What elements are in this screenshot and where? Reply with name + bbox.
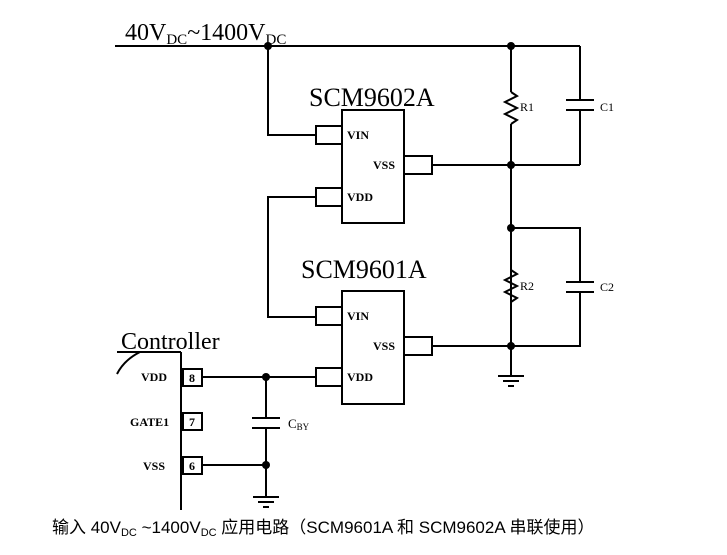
ground-symbol-right <box>498 375 524 387</box>
vdd-to-vin-wire <box>267 196 316 318</box>
r1-resistor <box>502 91 520 125</box>
figure-caption: 输入 40VDC ~1400VDC 应用电路（SCM9601A 和 SCM960… <box>52 517 594 539</box>
junction-dot <box>507 42 515 50</box>
c2-label: C2 <box>600 280 614 294</box>
c1-capacitor <box>566 46 594 165</box>
lower-ic-name: SCM9601A <box>301 255 427 284</box>
lower-ic-vss-pin <box>403 336 433 356</box>
caption-sub-b: DC <box>201 527 217 539</box>
upper-ic-vin-pin <box>315 125 343 145</box>
supply-label-mid: ~1400V <box>187 20 266 46</box>
lower-vss-wire <box>432 345 512 376</box>
caption-suffix: 应用电路（SCM9601A 和 SCM9602A 串联使用） <box>217 517 595 537</box>
cby-label: CBY <box>288 416 310 432</box>
junction-dot <box>262 373 270 381</box>
caption-mid: ~1400V <box>137 518 201 537</box>
caption-prefix: 输入 40V <box>52 518 122 537</box>
controller-arc <box>116 351 141 375</box>
lower-ic-vdd-pin <box>315 367 343 387</box>
controller-pin-8-number: 8 <box>189 371 195 385</box>
r2-resistor <box>502 269 520 303</box>
controller-vdd-label: VDD <box>141 370 167 384</box>
upper-ic-vss-label: VSS <box>373 158 395 172</box>
upper-ic-vdd-label: VDD <box>347 190 373 204</box>
junction-dot <box>264 42 272 50</box>
upper-ic-vss-pin <box>403 155 433 175</box>
upper-ic-name: SCM9602A <box>309 83 435 112</box>
supply-sub-a: DC <box>166 32 187 48</box>
junction-dot <box>507 161 515 169</box>
upper-ic-vin-label: VIN <box>347 128 369 142</box>
cby-label-main: C <box>288 416 297 431</box>
controller-pin-7-number: 7 <box>189 415 195 429</box>
c1-label: C1 <box>600 100 614 114</box>
junction-dot <box>507 224 515 232</box>
controller-pin-8 <box>182 368 203 387</box>
c2-capacitor <box>511 227 594 347</box>
caption-sub-a: DC <box>121 527 137 539</box>
cby-label-sub: BY <box>297 422 310 432</box>
ground-symbol-left <box>253 496 279 508</box>
r2-label: R2 <box>520 279 534 293</box>
cby-capacitor <box>252 377 280 497</box>
controller-gate-label: GATE1 <box>130 415 169 429</box>
junction-dot <box>507 342 515 350</box>
junction-dot <box>262 461 270 469</box>
controller-vss-label: VSS <box>143 459 165 473</box>
lower-ic-vdd-label: VDD <box>347 370 373 384</box>
controller-pin-6-number: 6 <box>189 459 195 473</box>
controller-title: Controller <box>121 329 220 355</box>
upper-ic-vdd-pin <box>315 187 343 207</box>
controller-pin-7 <box>182 412 203 431</box>
supply-voltage-label: 40VDC~1400VDC <box>125 20 286 48</box>
controller-pin-6 <box>182 456 203 475</box>
lower-ic-vin-label: VIN <box>347 309 369 323</box>
lower-ic-vss-label: VSS <box>373 339 395 353</box>
r1-label: R1 <box>520 100 534 114</box>
upper-vin-wire <box>267 46 316 136</box>
supply-label-a: 40V <box>125 20 167 46</box>
lower-ic-vin-pin <box>315 306 343 326</box>
